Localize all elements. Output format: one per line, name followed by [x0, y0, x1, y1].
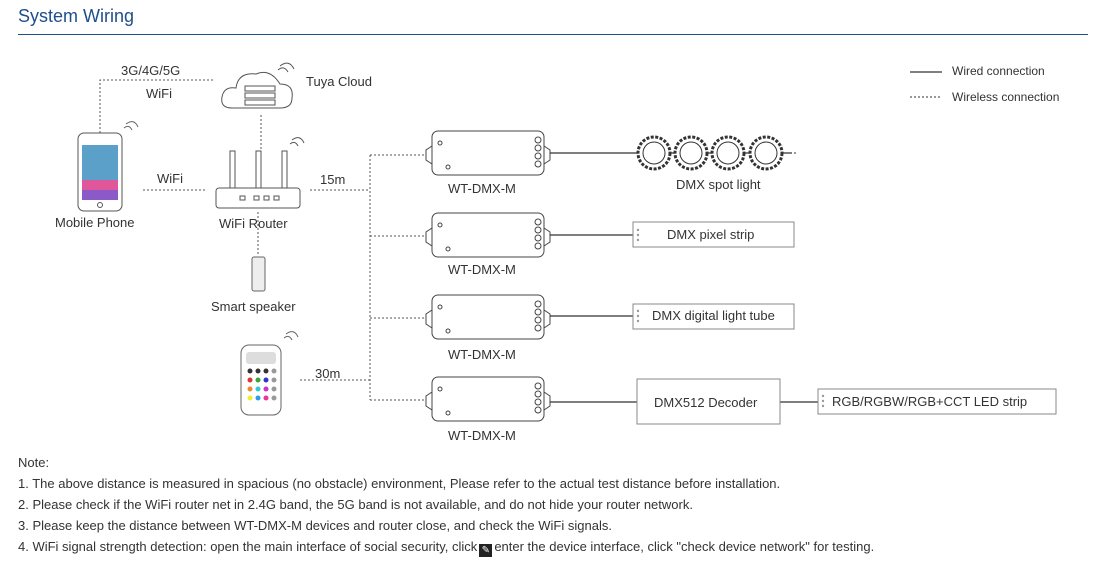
controller-3-icon [425, 294, 551, 340]
speaker-label: Smart speaker [211, 299, 296, 314]
phone-label: Mobile Phone [55, 215, 135, 230]
phone-cloud-link [99, 79, 215, 133]
controller-2-label: WT-DMX-M [448, 262, 516, 277]
distance-remote-label: 30m [315, 366, 341, 381]
wifi-router-icon [215, 137, 305, 209]
title-divider [18, 34, 1088, 35]
remote-control-icon [240, 331, 299, 416]
wifi-top-label: WiFi [146, 86, 172, 101]
note-4-start: 4. WiFi signal strength detection: open … [18, 539, 478, 554]
controller-1-label: WT-DMX-M [448, 181, 516, 196]
mobile-phone-icon [77, 121, 139, 212]
controller-3-label: WT-DMX-M [448, 347, 516, 362]
page-title: System Wiring [18, 6, 135, 26]
light-tube-box [632, 303, 795, 330]
note-3: 3. Please keep the distance between WT-D… [18, 518, 612, 533]
cellular-label: 3G/4G/5G [121, 63, 181, 78]
note-4-end: enter the device interface, click "check… [494, 539, 875, 554]
controller-2-icon [425, 212, 551, 258]
cloud-label: Tuya Cloud [306, 74, 372, 89]
note-4: 4. WiFi signal strength detection: open … [18, 536, 874, 557]
wifi-mid-label: WiFi [157, 171, 183, 186]
led-strip-box [817, 388, 1057, 415]
controller-1-icon [425, 130, 551, 176]
spot-light-icon [636, 135, 796, 171]
note-1: 1. The above distance is measured in spa… [18, 476, 781, 491]
pixel-strip-box [632, 221, 795, 248]
note-2: 2. Please check if the WiFi router net i… [18, 497, 693, 512]
edit-icon: ✎ [479, 544, 493, 557]
led-strip-label: RGB/RGBW/RGB+CCT LED strip [832, 394, 1028, 409]
distance-router-label: 15m [320, 172, 346, 187]
light-tube-label: DMX digital light tube [652, 308, 775, 323]
spot-light-label: DMX spot light [676, 177, 761, 192]
decoder-label: DMX512 Decoder [654, 395, 758, 410]
notes-heading: Note: [18, 455, 50, 470]
pixel-strip-label: DMX pixel strip [667, 227, 755, 242]
legend-wireless-label: Wireless connection [952, 90, 1060, 104]
legend-wired-label: Wired connection [952, 64, 1045, 78]
router-label: WiFi Router [219, 216, 288, 231]
cloud-icon [221, 62, 295, 109]
connector-icons [636, 228, 825, 408]
controller-4-label: WT-DMX-M [448, 428, 516, 443]
wiring-diagram [77, 62, 1057, 425]
controller-4-icon [425, 376, 551, 422]
notes-section: Note: 1. The above distance is measured … [18, 452, 874, 557]
decoder-box [636, 378, 781, 425]
smart-speaker-icon [251, 256, 266, 292]
